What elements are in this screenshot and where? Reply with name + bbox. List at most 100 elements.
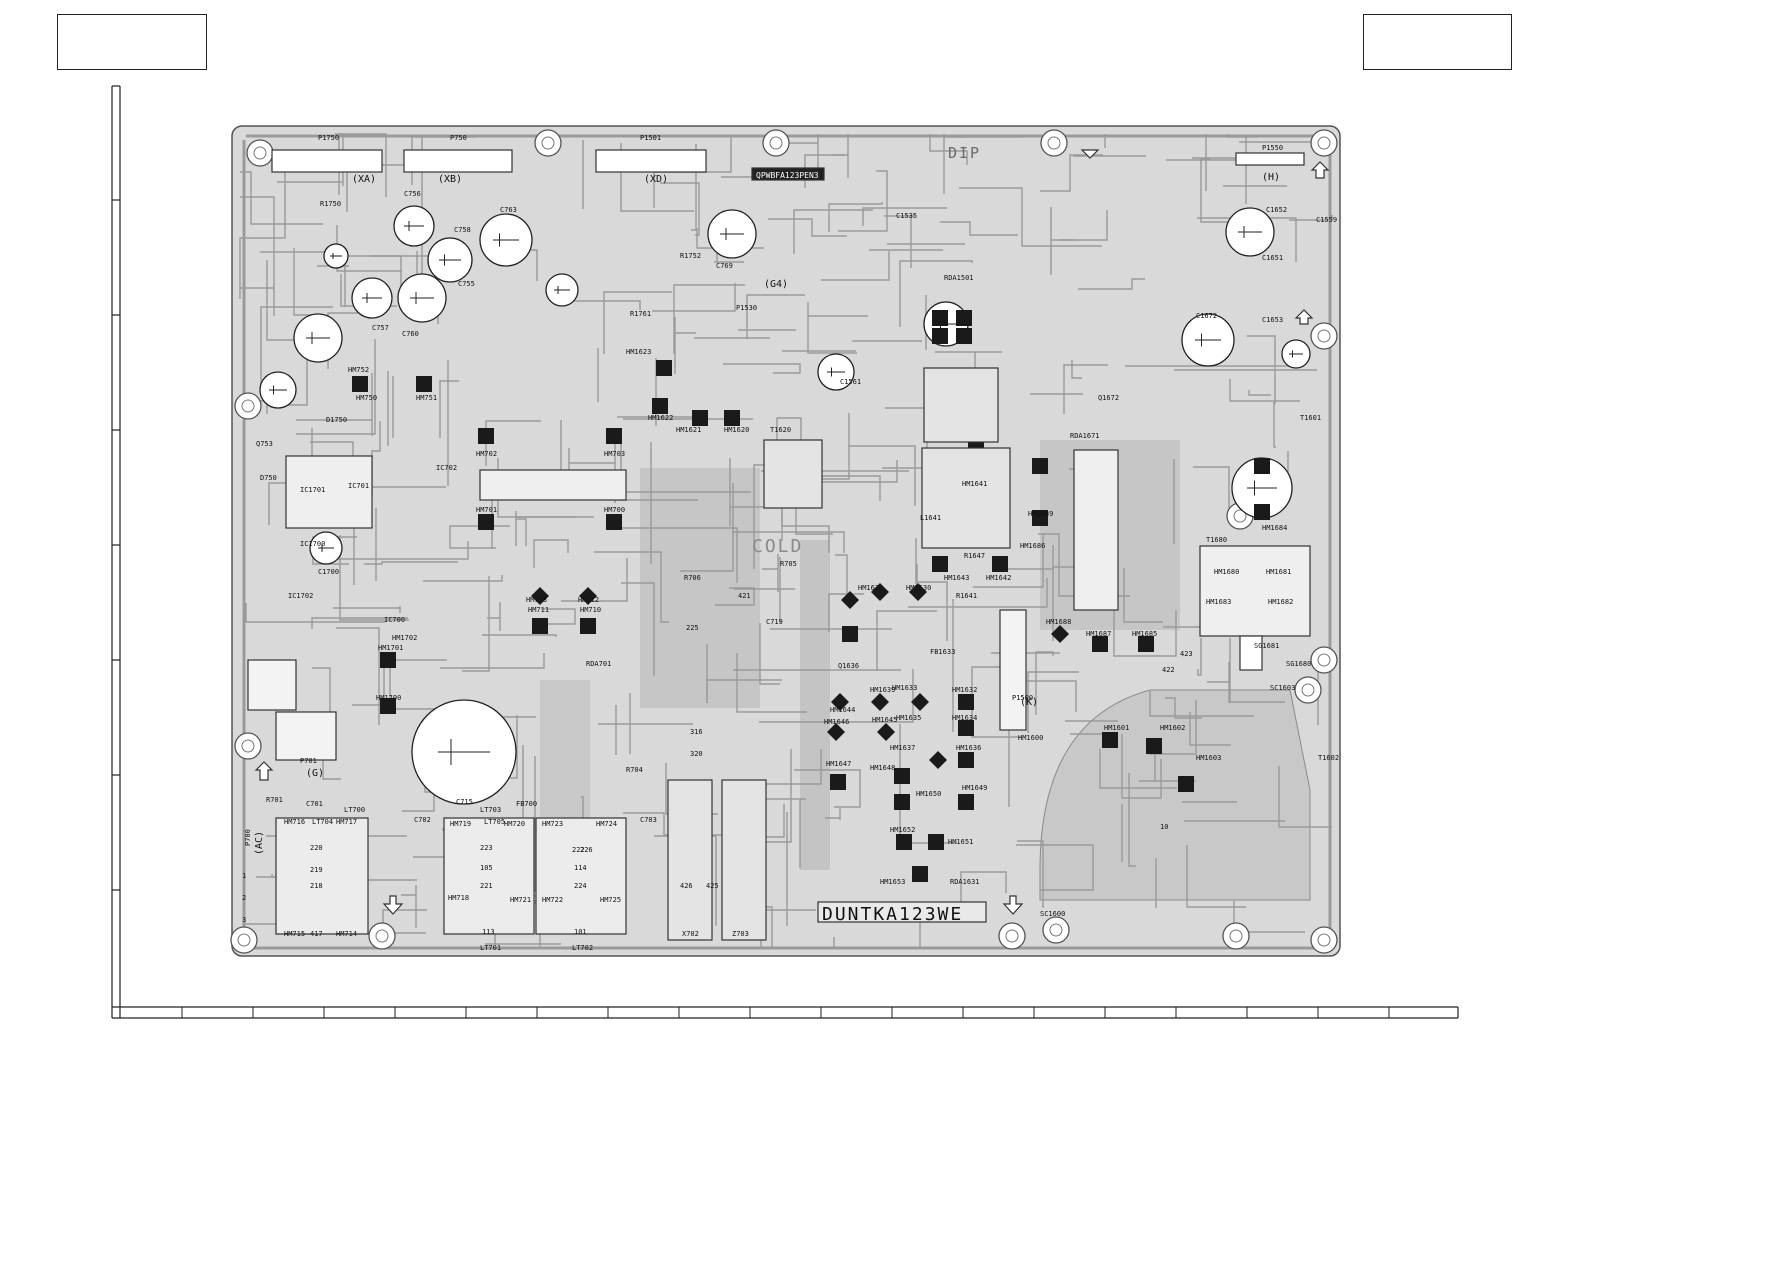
trace xyxy=(1099,749,1177,789)
part-label-j222: 222 xyxy=(572,846,585,854)
connector-g-label: (G) xyxy=(306,768,324,779)
part-label-hm1636: HM1636 xyxy=(956,744,981,752)
trace xyxy=(1207,662,1230,703)
mounting-hole-inner xyxy=(1301,683,1315,697)
hm-pad-diamond xyxy=(929,751,947,769)
trace xyxy=(1200,158,1244,223)
mounting-hole xyxy=(1294,676,1322,704)
trace xyxy=(1278,766,1332,828)
trace xyxy=(768,218,847,237)
part-label-r1641: R1641 xyxy=(956,592,977,600)
part-label-d750: D750 xyxy=(260,474,277,482)
mounting-hole-inner xyxy=(1047,136,1061,150)
plug-p1500-label: P1500 xyxy=(1012,694,1033,702)
mounting-hole xyxy=(1040,129,1068,157)
trace xyxy=(296,373,373,436)
hm-pad xyxy=(692,410,708,426)
trace xyxy=(1189,712,1231,746)
part-label-j101: 101 xyxy=(574,928,587,936)
trace xyxy=(655,358,667,426)
part-label-hm1646: HM1646 xyxy=(824,718,849,726)
transformer-pin-10: 10 xyxy=(1160,823,1168,831)
part-label-hm1601: HM1601 xyxy=(1104,724,1129,732)
plug-p1750-label: P1750 xyxy=(318,134,339,142)
part-label-rda701: RDA701 xyxy=(586,660,611,668)
trace xyxy=(793,209,873,254)
part-label-r1761: R1761 xyxy=(630,310,651,318)
trace xyxy=(364,561,458,565)
silkscreen-labels: (XA) (XB) (XD) (G4) (H) (K) (G) (AC) QPW… xyxy=(244,134,1283,925)
trace xyxy=(723,363,801,374)
trace xyxy=(1014,680,1077,712)
ac-pin-2: 2 xyxy=(242,894,246,902)
board-code-plate xyxy=(751,167,825,181)
mounting-hole xyxy=(234,392,262,420)
part-label-j224: 224 xyxy=(574,882,587,890)
hm-pad xyxy=(1254,458,1270,474)
part-label-c756: C756 xyxy=(404,190,421,198)
part-label-t1601: T1601 xyxy=(1300,414,1321,422)
trace xyxy=(620,143,694,212)
part-label-hm719: HM719 xyxy=(450,820,471,828)
part-label-rda1671: RDA1671 xyxy=(1070,432,1100,440)
part-label-hm751: HM751 xyxy=(416,394,437,402)
part-label-j226: 226 xyxy=(580,846,593,854)
trace xyxy=(848,445,916,506)
hm-pad xyxy=(478,428,494,444)
part-label-r1647: R1647 xyxy=(964,552,985,560)
trace xyxy=(603,291,672,354)
mounting-hole-inner xyxy=(241,739,255,753)
part-label-c755: C755 xyxy=(458,280,475,288)
part-label-hm1685: HM1685 xyxy=(1132,630,1157,638)
part-label-c701: C701 xyxy=(306,800,323,808)
trace xyxy=(240,196,275,316)
hm-pad xyxy=(532,618,548,634)
trace xyxy=(1071,360,1082,379)
part-label-ic700: IC700 xyxy=(384,616,405,624)
trace xyxy=(884,215,915,268)
hm-pad xyxy=(478,514,494,530)
trace xyxy=(1128,773,1136,867)
trace xyxy=(561,558,628,602)
part-label-r705: R705 xyxy=(780,560,797,568)
trace xyxy=(1017,840,1044,908)
trace xyxy=(1289,215,1333,221)
trace xyxy=(1078,278,1145,290)
trace xyxy=(382,909,427,934)
trace xyxy=(260,306,333,386)
hm-pad xyxy=(956,328,972,344)
hm-pad-diamond xyxy=(841,591,859,609)
trace xyxy=(333,606,401,613)
hm-pad xyxy=(896,834,912,850)
part-label-rda1631: RDA1631 xyxy=(950,878,980,886)
trace xyxy=(594,551,669,623)
part-label-hm714: HM714 xyxy=(336,930,357,938)
trace xyxy=(835,554,864,595)
part-label-hm711: HM711 xyxy=(528,606,549,614)
board-code: QPWBFA123PEN3 xyxy=(756,171,819,180)
part-label-hm1687: HM1687 xyxy=(1086,630,1111,638)
part-label-c1535: C1535 xyxy=(896,212,917,220)
hm-pad xyxy=(958,694,974,710)
part-label-lt705: LT705 xyxy=(484,818,505,826)
part-label-hm1621: HM1621 xyxy=(676,426,701,434)
part-label-t1602: T1602 xyxy=(1318,754,1339,762)
part-label-hm1683: HM1683 xyxy=(1206,598,1231,606)
mounting-hole xyxy=(234,732,262,760)
mounting-hole-inner xyxy=(1317,933,1331,947)
part-label-hm718: HM718 xyxy=(448,894,469,902)
mounting-hole-inner xyxy=(1229,929,1243,943)
part-label-j114: 114 xyxy=(574,864,587,872)
part-label-hm1649: HM1649 xyxy=(962,784,987,792)
trace xyxy=(401,885,417,928)
plug-p1501-label: P1501 xyxy=(640,134,661,142)
mounting-hole xyxy=(1310,322,1338,350)
trace xyxy=(741,749,822,785)
part-label-c1561: C1561 xyxy=(840,378,861,386)
part-label-j320: 320 xyxy=(690,750,703,758)
part-label-hm1682: HM1682 xyxy=(1268,598,1293,606)
hm-pad-diamond xyxy=(579,587,597,605)
connector-ac-label: (AC) xyxy=(254,831,265,855)
plug-p1530-label: P1530 xyxy=(736,304,757,312)
hm-pad xyxy=(958,794,974,810)
